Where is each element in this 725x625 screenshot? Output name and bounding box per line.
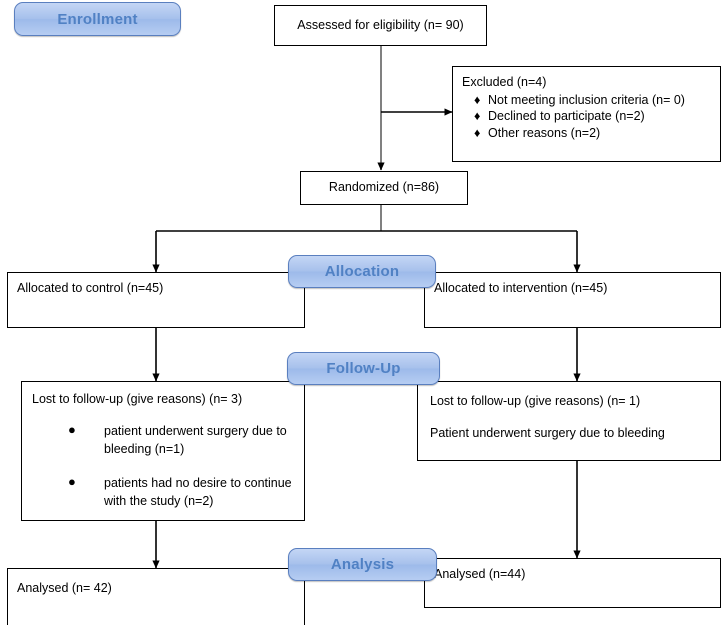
allocated-control-text: Allocated to control (n=45) [17,281,164,295]
node-allocated-control: Allocated to control (n=45) [7,272,305,328]
randomized-text: Randomized (n=86) [328,180,440,195]
analysed-intervention-text: Analysed (n=44) [434,567,526,581]
lost-intervention-line2: Patient underwent surgery due to bleedin… [430,425,665,440]
excluded-item-text: Other reasons (n=2) [488,125,601,140]
node-assessed-for-eligibility: Assessed for eligibility (n= 90) [274,5,487,46]
node-excluded: Excluded (n=4) ♦ Not meeting inclusion c… [452,66,721,162]
node-lost-to-followup-intervention: Lost to follow-up (give reasons) (n= 1) … [417,381,721,461]
list-item: ♦ Other reasons (n=2) [472,126,711,142]
stage-label-allocation: Allocation [288,255,436,288]
diamond-bullet-icon: ♦ [474,92,481,107]
lost-control-item-text: patients had no desire to continue with … [104,475,292,508]
analysed-control-text: Analysed (n= 42) [17,581,112,595]
stage-allocation-text: Allocation [324,263,400,280]
round-bullet-icon: ● [68,421,76,437]
excluded-heading: Excluded (n=4) [462,75,547,89]
stage-analysis-text: Analysis [330,556,395,573]
lost-control-reason-list: ● patient underwent surgery due to bleed… [32,422,296,511]
stage-label-followup: Follow-Up [287,352,440,385]
node-analysed-intervention: Analysed (n=44) [424,558,721,608]
excluded-item-text: Not meeting inclusion criteria (n= 0) [488,92,685,107]
node-randomized: Randomized (n=86) [300,171,468,205]
list-item: ♦ Not meeting inclusion criteria (n= 0) [472,93,711,109]
assessed-text: Assessed for eligibility (n= 90) [297,17,464,32]
list-item: ● patient underwent surgery due to bleed… [68,422,296,458]
list-item: ♦ Declined to participate (n=2) [472,109,711,125]
round-bullet-icon: ● [68,473,76,489]
lost-control-heading: Lost to follow-up (give reasons) (n= 3) [32,392,243,406]
diamond-bullet-icon: ♦ [474,109,481,124]
stage-followup-text: Follow-Up [326,360,401,377]
diamond-bullet-icon: ♦ [474,125,481,140]
node-lost-to-followup-control: Lost to follow-up (give reasons) (n= 3) … [21,381,305,521]
stage-label-analysis: Analysis [288,548,437,581]
excluded-item-text: Declined to participate (n=2) [488,109,645,124]
node-analysed-control: Analysed (n= 42) [7,568,305,625]
list-item: ● patients had no desire to continue wit… [68,474,296,510]
lost-intervention-line1: Lost to follow-up (give reasons) (n= 1) [430,394,641,408]
excluded-reason-list: ♦ Not meeting inclusion criteria (n= 0) … [462,93,711,142]
node-allocated-intervention: Allocated to intervention (n=45) [424,272,721,328]
stage-enrollment-text: Enrollment [57,10,138,28]
allocated-intervention-text: Allocated to intervention (n=45) [434,281,608,295]
lost-control-item-text: patient underwent surgery due to bleedin… [104,423,287,456]
stage-label-enrollment: Enrollment [14,2,181,36]
